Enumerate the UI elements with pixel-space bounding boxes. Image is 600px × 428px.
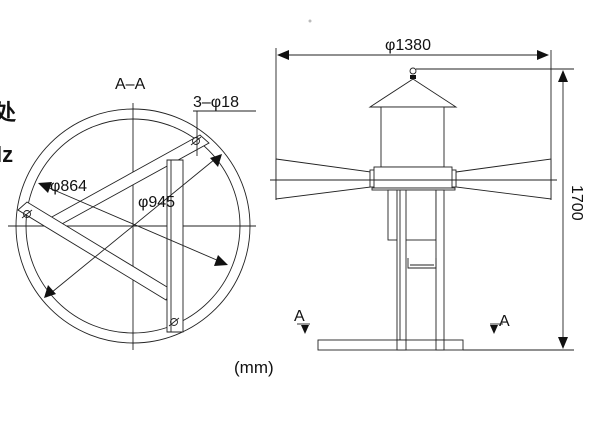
section-marker-left: A [294, 308, 305, 325]
height-label: 1700 [568, 185, 585, 221]
arrow-head [301, 325, 309, 334]
bracket-arm-vertical [166, 159, 184, 333]
bolt-hole-icon [190, 136, 202, 146]
base-plate [317, 339, 464, 351]
arrow-head [214, 255, 228, 266]
dimension-line-945 [45, 154, 221, 298]
horn-right [455, 158, 552, 200]
section-marker-right: A [499, 313, 510, 330]
arrow-head [558, 337, 568, 349]
outer-diameter-label: φ945 [138, 194, 175, 211]
beacon-ball [409, 67, 417, 75]
arrow-head [537, 50, 549, 60]
inner-diameter-label: φ864 [50, 178, 87, 195]
housing-cylinder [380, 106, 445, 168]
hole-label: 3–φ18 [193, 94, 239, 111]
arrow-head [210, 154, 222, 167]
units-label: (mm) [234, 358, 274, 377]
post-foot [396, 339, 407, 351]
channel [407, 258, 437, 269]
cropped-text-1: 处 [0, 100, 16, 125]
arrow-head [558, 70, 568, 82]
arrow-head [44, 285, 56, 298]
cropped-text-2: lz [0, 142, 13, 167]
roof [368, 78, 458, 108]
mount-box [387, 189, 437, 241]
post-foot [435, 339, 445, 351]
speck [308, 19, 312, 23]
dimension-line-864 [39, 183, 227, 265]
collar [373, 166, 453, 189]
width-label: φ1380 [385, 37, 431, 54]
post-leg-left [396, 189, 407, 351]
post-leg-right [435, 189, 445, 351]
arrow-head [277, 50, 289, 60]
section-title: A–A [115, 76, 146, 93]
arrow-head [38, 182, 52, 193]
section-view-a-a: A–A 3–φ18 φ864 φ945 [8, 76, 256, 350]
bolt-hole-icon [21, 209, 33, 219]
bolt-hole-icon [168, 317, 180, 327]
bracket-arm-left [17, 201, 173, 301]
arrow-head [490, 325, 498, 334]
beacon-cap [410, 75, 416, 79]
side-view: φ1380 1700 A A [270, 19, 585, 351]
horn-left [275, 158, 372, 200]
